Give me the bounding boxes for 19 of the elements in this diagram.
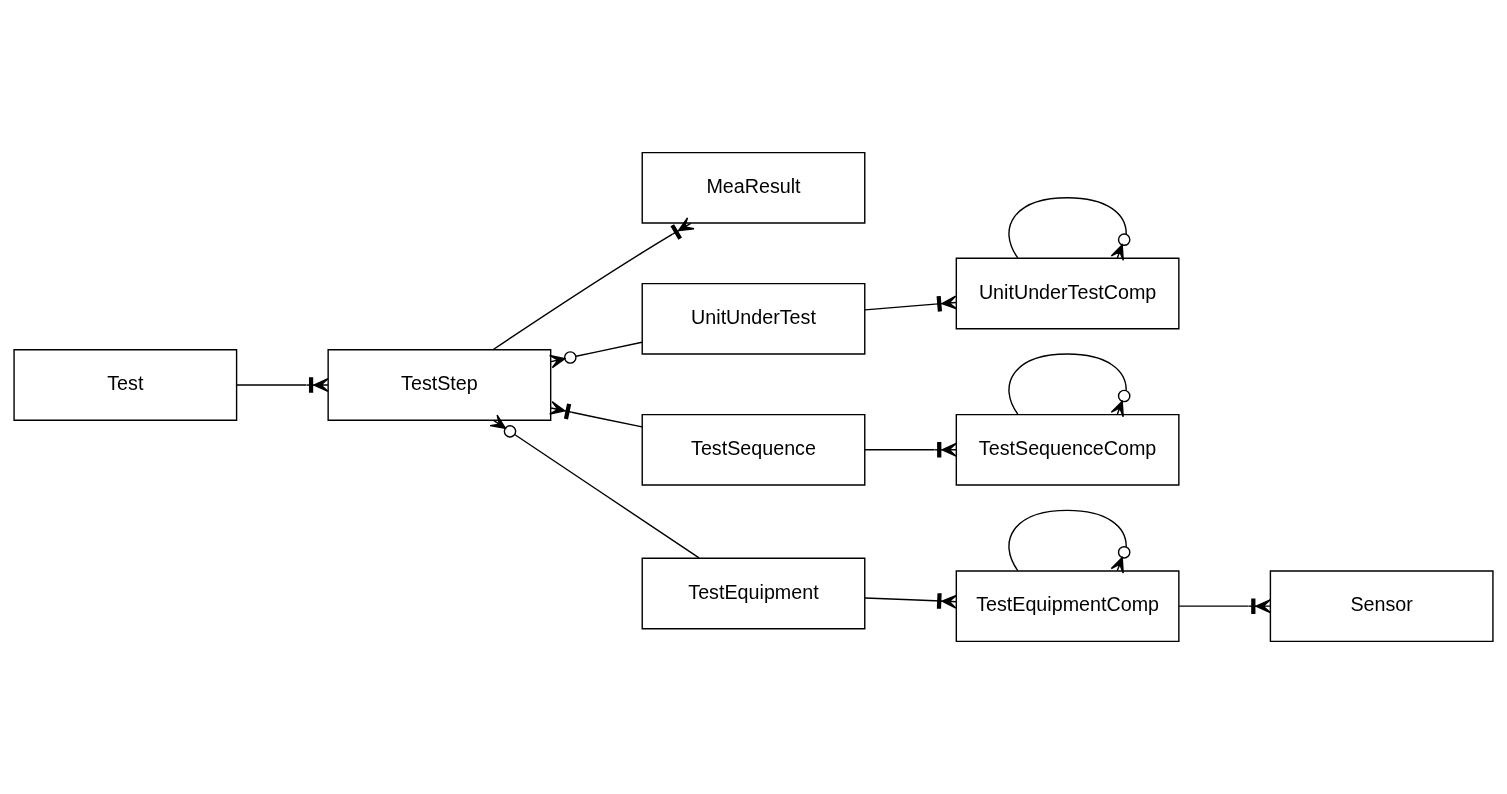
node-box: MeaResult <box>641 151 866 224</box>
connector <box>864 593 958 609</box>
connector <box>864 295 958 312</box>
node-box: UnitUnderTestComp <box>955 257 1180 330</box>
node-box: Sensor <box>1269 570 1494 643</box>
connector <box>1008 197 1131 262</box>
node-box: TestEquipmentComp <box>955 570 1180 643</box>
node-box: Test <box>13 349 238 421</box>
node-box: TestStep <box>327 349 552 421</box>
node-box: UnitUnderTest <box>641 282 866 355</box>
connector <box>1008 509 1131 574</box>
connector <box>548 341 643 369</box>
node-box: TestSequenceComp <box>955 413 1180 486</box>
node-box: TestEquipment <box>641 557 866 630</box>
connector <box>492 217 695 351</box>
connector <box>549 401 643 428</box>
connector <box>489 414 700 559</box>
connector <box>1008 353 1131 418</box>
node-box: TestSequence <box>641 413 866 486</box>
